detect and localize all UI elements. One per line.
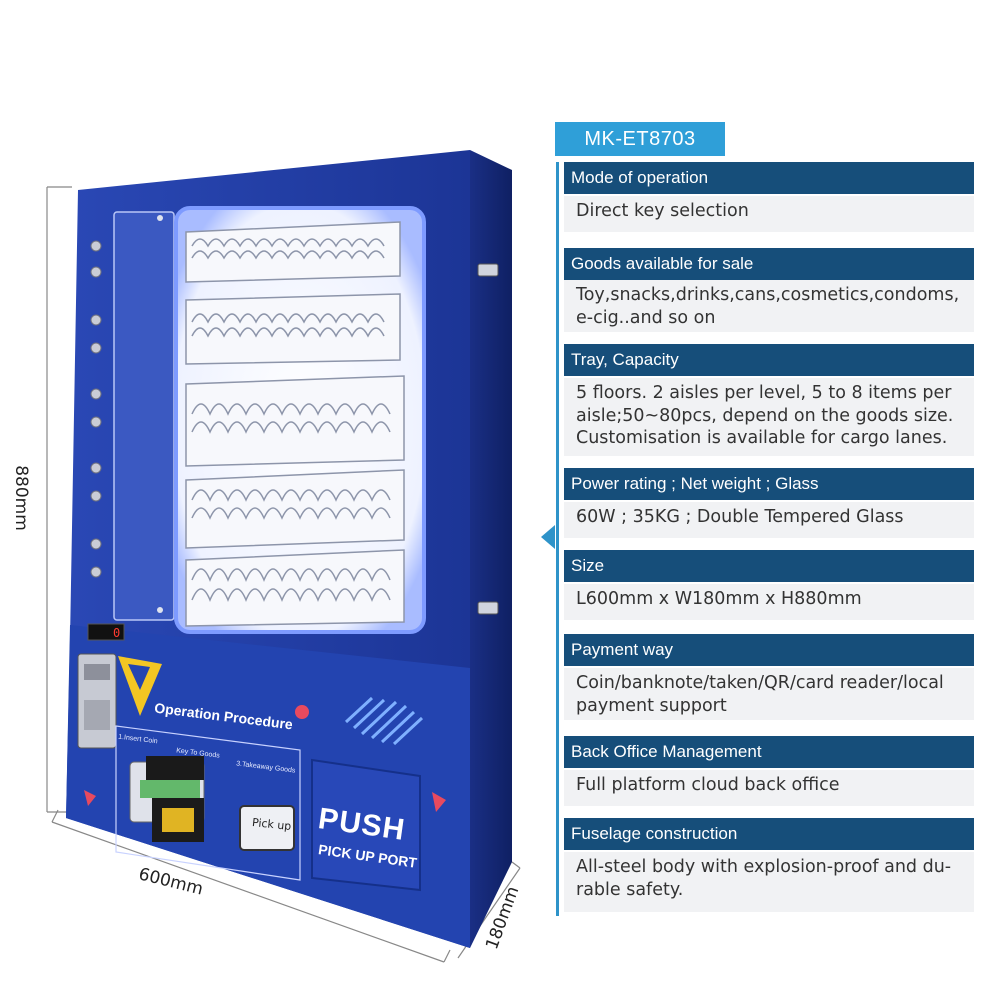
stripe-decoration [344, 696, 424, 746]
spec-row-title: Goods available for sale [564, 248, 974, 280]
lock-hinge [477, 263, 499, 615]
selection-keys [90, 240, 102, 578]
spec-value-line: Coin/banknote/taken/QR/card reader/local [576, 673, 944, 693]
machine-side-panel [470, 150, 512, 948]
spec-value-line: 60W ; 35KG ; Double Tempered Glass [576, 507, 904, 527]
spec-row-title: Payment way [564, 634, 974, 666]
pickup-port-door [311, 758, 421, 892]
spec-row-title: Tray, Capacity [564, 344, 974, 376]
label-strip-window [113, 211, 175, 621]
spec-value-line: aisle;50~80pcs, depend on the goods size… [576, 405, 954, 426]
spec-row-value: Direct key selection [564, 196, 974, 232]
model-tag: MK-ET8703 [555, 122, 725, 156]
spec-row-value: Coin/banknote/taken/QR/card reader/local… [564, 668, 974, 720]
spec-row-value: Toy,snacks,drinks,cans,cosmetics,condoms… [564, 280, 974, 332]
spec-row-value: All-steel body with explosion-proof and … [564, 852, 974, 912]
svg-text:0: 0 [113, 626, 120, 640]
spec-row-value: 5 floors. 2 aisles per level, 5 to 8 ite… [564, 378, 974, 456]
spec-divider-line [556, 162, 559, 916]
product-illustration: 0 880mm 600mm [10, 150, 523, 963]
procedure-panel [115, 725, 301, 881]
spec-value-line: Customisation is available for cargo lan… [576, 428, 948, 448]
spec-value-line: L600mm x W180mm x H880mm [576, 589, 862, 609]
price-display [87, 623, 125, 641]
vending-machine-image: 0 [46, 150, 521, 963]
width-dimension-line [51, 809, 451, 963]
spec-value-line: 5 floors. 2 aisles per level, 5 to 8 ite… [576, 383, 952, 403]
spec-row-value: L600mm x W180mm x H880mm [564, 584, 974, 620]
spec-value-line: Direct key selection [576, 201, 749, 221]
height-dimension-label: 880mm [10, 465, 31, 531]
spec-value-line: payment support [576, 695, 727, 716]
spec-value-line: Toy,snacks,drinks,cans,cosmetics,condoms… [576, 285, 960, 305]
spec-row-title: Fuselage construction [564, 818, 974, 850]
spec-row-title: Back Office Management [564, 736, 974, 768]
product-trays [185, 221, 405, 627]
spec-row-value: 60W ; 35KG ; Double Tempered Glass [564, 502, 974, 538]
spec-value-line: All-steel body with explosion-proof and … [576, 857, 952, 877]
spec-value-line: Full platform cloud back office [576, 775, 840, 795]
spec-row-title: Size [564, 550, 974, 582]
spec-row-value: Full platform cloud back office [564, 770, 974, 806]
pointer-arrow-icon [541, 525, 555, 549]
spec-value-line: rable safety. [576, 879, 684, 900]
spec-row-title: Power rating ; Net weight ; Glass [564, 468, 974, 500]
pickup-button-frame [239, 805, 295, 851]
spec-value-line: e-cig..and so on [576, 307, 716, 328]
spec-row-title: Mode of operation [564, 162, 974, 194]
